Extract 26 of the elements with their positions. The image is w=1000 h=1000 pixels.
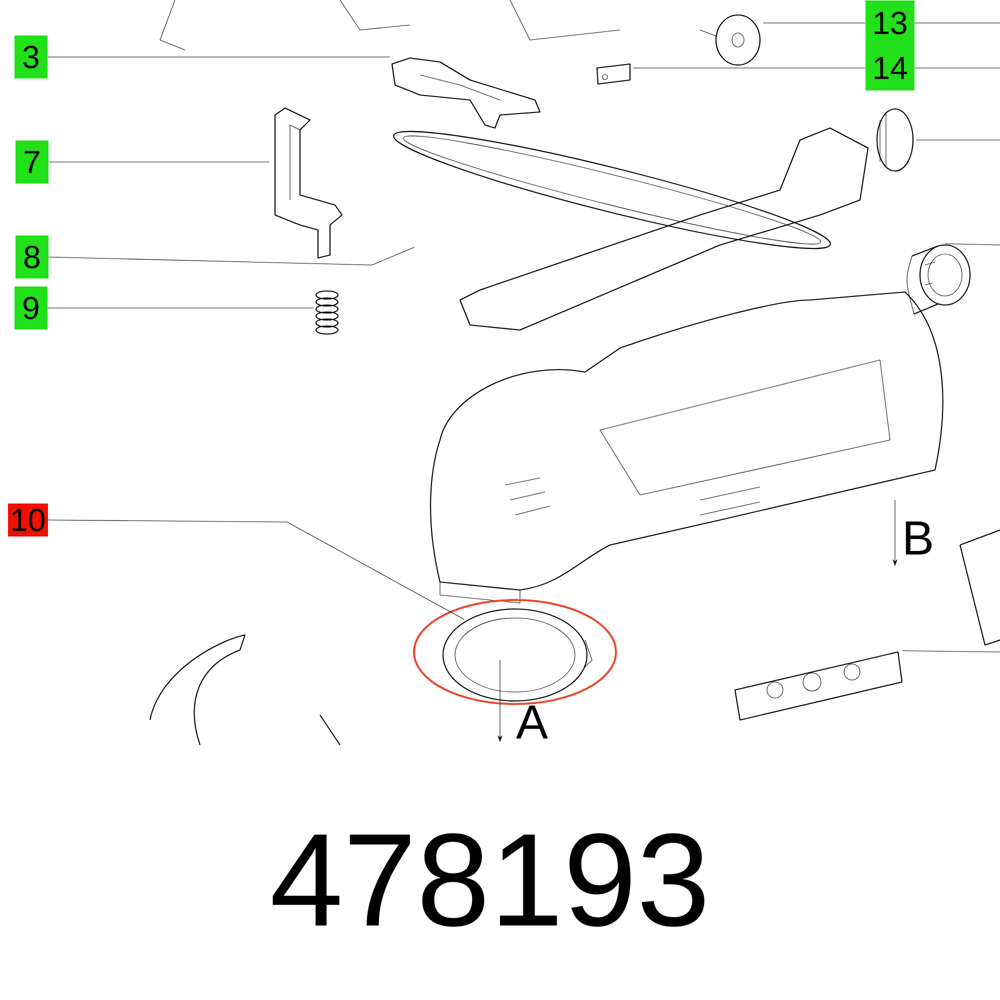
hose-nozzle-drawing [876, 108, 914, 172]
label-sticker-drawing [734, 651, 903, 721]
leader-line [48, 247, 414, 266]
lever-drawing [391, 57, 541, 129]
leader-line [48, 520, 464, 620]
clip-drawing [596, 63, 631, 85]
callout-number: 10 [8, 504, 48, 536]
callout-number: 3 [14, 36, 48, 78]
part-number: 478193 [272, 833, 704, 927]
callout-number: 14 [866, 46, 914, 90]
view-label: B [906, 522, 932, 555]
housing-cap-drawing [906, 244, 971, 315]
bracket-drawing [274, 107, 343, 259]
leader-line [763, 22, 866, 24]
leader-line [902, 650, 1000, 652]
leader-line [914, 22, 1000, 24]
callout-number: 8 [16, 236, 48, 278]
callout-number: 7 [16, 140, 48, 184]
retaining-ring-drawing [442, 608, 592, 702]
knob-drawing [700, 14, 761, 66]
callout-number: 9 [14, 286, 48, 330]
drive-belt-drawing [393, 131, 831, 249]
spring-drawing [315, 290, 339, 335]
leader-line [48, 56, 390, 58]
leader-line [944, 243, 1000, 246]
callout-number: 13 [866, 0, 914, 46]
